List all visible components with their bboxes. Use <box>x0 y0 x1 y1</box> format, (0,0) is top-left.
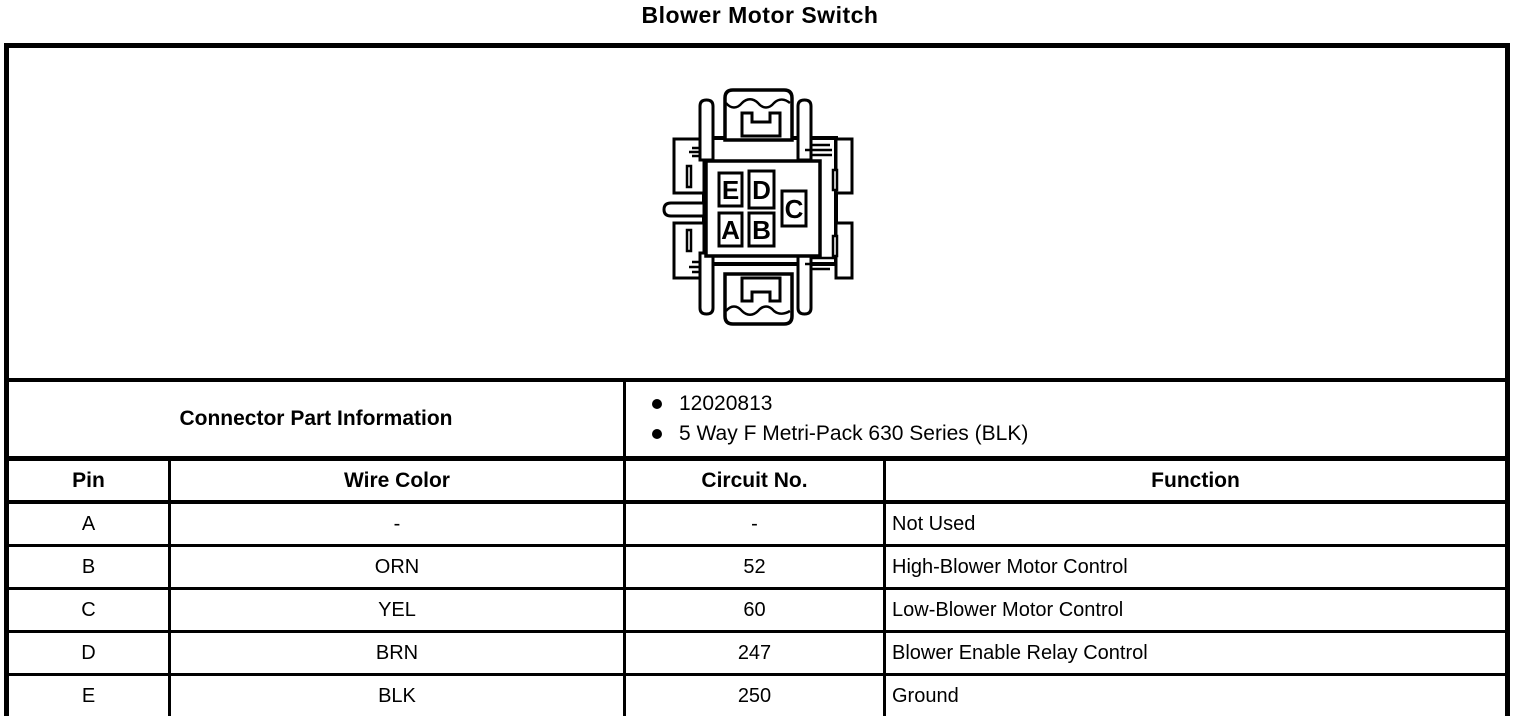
bullet-icon <box>652 429 662 439</box>
pin-cell: D <box>5 630 171 676</box>
hatch-bottom-right <box>805 256 834 271</box>
prong-top-right <box>796 98 813 162</box>
part-info-list: 12020813 5 Way F Metri-Pack 630 Series (… <box>623 378 1509 461</box>
connector-table: E D C A B Connector Part Information 120… <box>4 43 1510 716</box>
pin-cavity-c <box>780 189 808 228</box>
part-series: 5 Way F Metri-Pack 630 Series (BLK) <box>679 422 1029 445</box>
bottom-latch-notch <box>740 276 782 303</box>
part-info-row: Connector Part Information 12020813 5 Wa… <box>5 378 1509 461</box>
wire-color-cell: - <box>168 500 626 547</box>
part-info-item: 12020813 <box>628 389 1505 419</box>
circuit-cell: 250 <box>623 673 886 716</box>
function-cell: Blower Enable Relay Control <box>883 630 1509 676</box>
slot-bottom-left <box>685 228 693 253</box>
function-cell: High-Blower Motor Control <box>883 544 1509 590</box>
pin-cell: A <box>5 500 171 547</box>
pin-cell: B <box>5 544 171 590</box>
pin-d-label: D <box>752 175 771 205</box>
diagram-row: E D C A B <box>5 44 1509 382</box>
slot-top-right <box>831 168 839 192</box>
connector-wing-top-right <box>834 137 854 195</box>
pin-cell: C <box>5 587 171 633</box>
wire-color-cell: BRN <box>168 630 626 676</box>
circuit-cell: 247 <box>623 630 886 676</box>
circuit-cell: - <box>623 500 886 547</box>
part-info-item: 5 Way F Metri-Pack 630 Series (BLK) <box>628 419 1505 449</box>
header-circuit-no: Circuit No. <box>623 457 886 504</box>
wire-color-cell: BLK <box>168 673 626 716</box>
wire-color-cell: ORN <box>168 544 626 590</box>
pin-cell: E <box>5 673 171 716</box>
pin-c-label: C <box>785 194 804 224</box>
pin-cavity-b <box>747 211 776 248</box>
table-row-a: A - - Not Used <box>5 500 1509 547</box>
page-title: Blower Motor Switch <box>641 2 879 28</box>
hatch-bottom-left <box>689 260 700 274</box>
connector-diagram-cell: E D C A B <box>5 44 1509 382</box>
wire-color-cell: YEL <box>168 587 626 633</box>
pin-a-label: A <box>721 215 740 245</box>
pin-b-label: B <box>752 215 771 245</box>
function-cell: Ground <box>883 673 1509 716</box>
header-function: Function <box>883 457 1509 504</box>
table-row-c: C YEL 60 Low-Blower Motor Control <box>5 587 1509 633</box>
prong-bottom-right <box>796 251 813 316</box>
part-info-label: Connector Part Information <box>5 378 626 461</box>
bullet-icon <box>652 399 662 409</box>
header-wire-color: Wire Color <box>168 457 626 504</box>
top-latch-notch <box>740 111 782 138</box>
pin-cavity-a <box>717 211 744 248</box>
slot-top-left <box>685 164 693 189</box>
prong-top-left <box>698 98 715 162</box>
hatch-top-left <box>689 146 700 158</box>
table-row-e: E BLK 250 Ground <box>5 673 1509 716</box>
circuit-cell: 52 <box>623 544 886 590</box>
table-header-row: Pin Wire Color Circuit No. Function <box>5 457 1509 504</box>
bottom-cap-seam <box>725 305 791 316</box>
connector-diagram: E D C A B <box>662 88 854 326</box>
pin-e-label: E <box>722 175 739 205</box>
circuit-cell: 60 <box>623 587 886 633</box>
hatch-top-right <box>805 143 832 157</box>
function-cell: Low-Blower Motor Control <box>883 587 1509 633</box>
part-number: 12020813 <box>679 392 773 415</box>
slot-bottom-right <box>831 234 839 258</box>
pin-cavity-d <box>747 169 776 210</box>
top-cap-seam <box>725 98 791 109</box>
table-row-d: D BRN 247 Blower Enable Relay Control <box>5 630 1509 676</box>
table-row-b: B ORN 52 High-Blower Motor Control <box>5 544 1509 590</box>
connector-wing-bottom-right <box>834 221 854 280</box>
connector-side-tab <box>662 201 706 218</box>
pin-cavity-e <box>717 171 744 208</box>
header-pin: Pin <box>5 457 171 504</box>
function-cell: Not Used <box>883 500 1509 547</box>
prong-bottom-left <box>698 251 715 316</box>
